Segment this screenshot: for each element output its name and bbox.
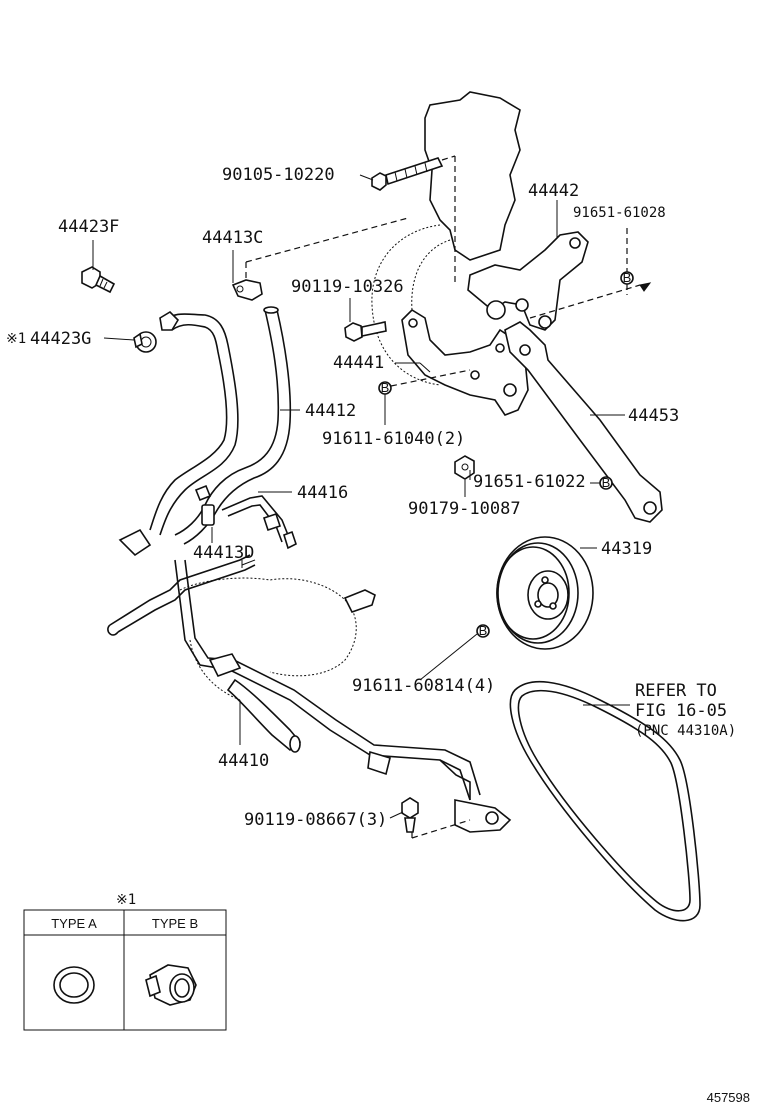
bolt-90105-10220 xyxy=(371,155,456,285)
bolt-90119-08667 xyxy=(401,797,471,839)
bubble-b-61028: B xyxy=(620,270,634,285)
diagram-id: 457598 xyxy=(707,1090,750,1105)
tube-44410 xyxy=(107,554,512,833)
clip-44413C xyxy=(231,279,263,301)
label-44416: 44416 xyxy=(297,483,348,503)
bracket-44441 xyxy=(401,308,529,416)
fitting-44423G xyxy=(133,331,157,353)
leader-lines xyxy=(92,174,630,819)
label-91611-61040: 91611-61040(2) xyxy=(322,429,465,449)
label-90119-10326: 90119-10326 xyxy=(291,277,404,297)
svg-text:B: B xyxy=(602,475,611,490)
part-labels: 90105-10220 44442 91651-61028 44423F 444… xyxy=(6,165,736,830)
bubble-b-61040: B xyxy=(378,380,392,395)
label-91651-61022: 91651-61022 xyxy=(473,472,586,492)
svg-text:B: B xyxy=(479,623,488,638)
bolt-90119-10326 xyxy=(344,321,387,342)
tube-44416 xyxy=(221,495,297,550)
table-type-b: TYPE B xyxy=(152,916,198,931)
label-44319: 44319 xyxy=(601,539,652,559)
label-refer-to: REFER TO xyxy=(635,681,717,701)
label-44423F: 44423F xyxy=(58,217,119,237)
table-note-mark: ※1 xyxy=(116,892,136,908)
bubble-b-61022: B xyxy=(599,475,613,490)
svg-text:B: B xyxy=(623,270,632,285)
label-44453: 44453 xyxy=(628,406,679,426)
label-44441: 44441 xyxy=(333,353,384,373)
label-pnc-44310a: (PNC 44310A) xyxy=(635,723,736,739)
pump-outline xyxy=(179,577,376,701)
bubble-b-60814: B xyxy=(476,623,490,638)
clamp-type-b xyxy=(145,964,197,1006)
bar-44453 xyxy=(504,321,663,523)
svg-text:B: B xyxy=(381,380,390,395)
label-44442: 44442 xyxy=(528,181,579,201)
label-91651-61028: 91651-61028 xyxy=(573,205,666,221)
label-fig-16-05: FIG 16-05 xyxy=(635,701,727,721)
fitting-44423F xyxy=(81,266,116,294)
gasket-type-a xyxy=(53,966,95,1004)
label-91611-60814: 91611-60814(4) xyxy=(352,676,495,696)
label-note-mark: ※1 xyxy=(6,331,26,347)
label-44413D: 44413D xyxy=(193,543,254,563)
engine-outline xyxy=(371,91,521,386)
type-table: ※1 TYPE A TYPE B xyxy=(23,892,227,1031)
bracket-44442 xyxy=(467,231,652,331)
label-44412: 44412 xyxy=(305,401,356,421)
label-44410: 44410 xyxy=(218,751,269,771)
label-44423G: 44423G xyxy=(30,329,91,349)
label-90105-10220: 90105-10220 xyxy=(222,165,335,185)
dash-44413C-2 xyxy=(245,217,409,263)
label-90179-10087: 90179-10087 xyxy=(408,499,521,519)
pulley-44319 xyxy=(496,536,594,650)
clamp-44413D xyxy=(194,484,215,526)
label-44413C: 44413C xyxy=(202,228,263,248)
nut-90179-10087 xyxy=(454,455,475,480)
belt xyxy=(509,680,701,922)
table-type-a: TYPE A xyxy=(51,916,97,931)
label-90119-08667: 90119-08667(3) xyxy=(244,810,387,830)
